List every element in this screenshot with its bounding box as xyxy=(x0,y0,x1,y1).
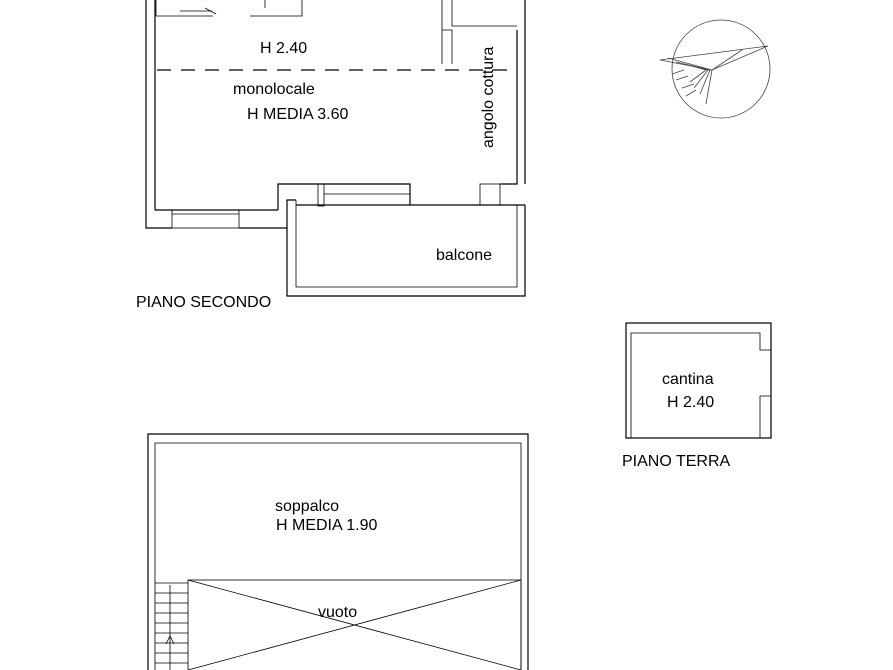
mezzanine-plan xyxy=(147,433,529,670)
balcony-label: balcone xyxy=(436,247,492,264)
kitchen-corner-label: angolo cottura xyxy=(480,46,497,148)
room-avg-height-label: H MEDIA 3.60 xyxy=(247,106,348,123)
ground-floor-caption: PIANO TERRA xyxy=(622,453,731,470)
void-label: vuoto xyxy=(318,604,357,621)
room-name-cantina: cantina xyxy=(662,371,714,388)
stair-steps xyxy=(155,592,188,664)
room-height-label: H 2.40 xyxy=(260,40,307,57)
room-name-soppalco: soppalco xyxy=(275,498,339,515)
mezzanine-avg-height-label: H MEDIA 1.90 xyxy=(276,517,377,534)
room-name-monolocale: monolocale xyxy=(233,81,315,98)
second-floor-plan xyxy=(145,0,526,297)
north-arrow-icon xyxy=(659,19,771,119)
cellar-height-label: H 2.40 xyxy=(667,394,714,411)
second-floor-caption: PIANO SECONDO xyxy=(136,294,271,311)
ground-floor-cellar-plan xyxy=(625,322,772,439)
